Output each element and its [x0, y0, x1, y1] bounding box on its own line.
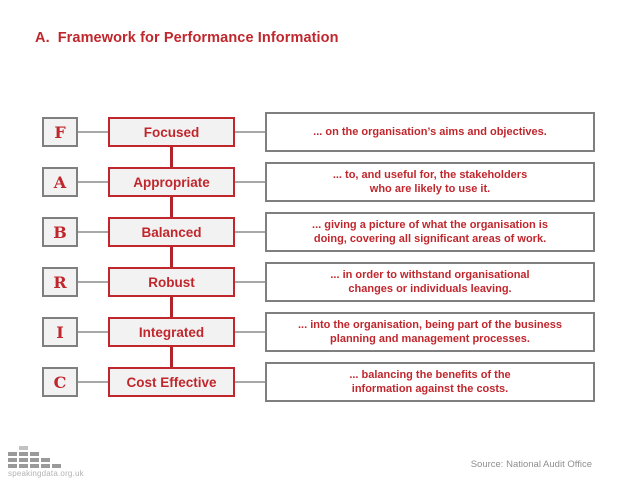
criterion-box: Integrated	[108, 317, 235, 347]
equalizer-column	[19, 444, 28, 468]
connector-line	[78, 131, 108, 133]
criterion-label: Appropriate	[133, 174, 210, 190]
description-box: ... balancing the benefits of the inform…	[265, 362, 595, 402]
connector-line	[235, 281, 265, 283]
letter-box: F	[42, 117, 78, 147]
criterion-label: Balanced	[141, 224, 202, 240]
description-line: ... on the organisation’s aims and objec…	[313, 126, 547, 138]
description-line: ... balancing the benefits of the	[349, 369, 511, 381]
criterion-label: Cost Effective	[126, 374, 217, 390]
criterion-box: Cost Effective	[108, 367, 235, 397]
source-attribution: Source: National Audit Office	[470, 459, 592, 470]
connector-line	[235, 381, 265, 383]
logo-url-text: speakingdata.org.uk	[8, 469, 84, 478]
letter-box: C	[42, 367, 78, 397]
connector-line	[78, 181, 108, 183]
vertical-connector-line	[170, 197, 173, 217]
letter-label: B	[53, 222, 67, 242]
connector-line	[78, 381, 108, 383]
equalizer-bars-icon	[8, 446, 63, 468]
letter-box: B	[42, 217, 78, 247]
equalizer-column	[8, 450, 17, 468]
framework-row-balanced: B Balanced ... giving a picture of what …	[0, 212, 640, 256]
connector-line	[235, 181, 265, 183]
letter-box: R	[42, 267, 78, 297]
description-line: ... giving a picture of what the organis…	[312, 219, 548, 231]
connector-line	[235, 131, 265, 133]
letter-label: C	[53, 372, 67, 392]
page-title: A. Framework for Performance Information	[35, 30, 339, 46]
criterion-label: Focused	[143, 124, 200, 140]
letter-label: I	[56, 322, 64, 342]
description-line: who are likely to use it.	[369, 183, 491, 195]
letter-label: F	[54, 122, 66, 142]
letter-label: R	[53, 272, 67, 292]
criterion-box: Focused	[108, 117, 235, 147]
description-line: doing, covering all significant areas of…	[313, 233, 547, 245]
letter-box: I	[42, 317, 78, 347]
connector-line	[235, 331, 265, 333]
description-line: ... into the organisation, being part of…	[297, 319, 563, 331]
framework-row-integrated: I Integrated ... into the organisation, …	[0, 312, 640, 356]
vertical-connector-line	[170, 297, 173, 317]
criterion-label: Integrated	[138, 324, 205, 340]
description-box: ... into the organisation, being part of…	[265, 312, 595, 352]
connector-line	[78, 281, 108, 283]
framework-row-cost-effective: C Cost Effective ... balancing the benef…	[0, 362, 640, 406]
vertical-connector-line	[170, 347, 173, 367]
title-text: Framework for Performance Information	[57, 30, 339, 46]
criterion-box: Balanced	[108, 217, 235, 247]
equalizer-column	[52, 462, 61, 468]
equalizer-column	[41, 456, 50, 468]
description-box: ... to, and useful for, the stakeholders…	[265, 162, 595, 202]
criterion-box: Robust	[108, 267, 235, 297]
description-line: changes or individuals leaving.	[348, 283, 512, 295]
description-box: ... giving a picture of what the organis…	[265, 212, 595, 252]
criterion-label: Robust	[148, 274, 195, 290]
letter-label: A	[53, 172, 67, 192]
vertical-connector-line	[170, 147, 173, 167]
description-line: information against the costs.	[351, 383, 509, 395]
connector-line	[235, 231, 265, 233]
framework-row-appropriate: A Appropriate ... to, and useful for, th…	[0, 162, 640, 206]
framework-row-robust: R Robust ... in order to withstand organ…	[0, 262, 640, 306]
description-line: ... in order to withstand organisational	[330, 269, 530, 281]
connector-line	[78, 331, 108, 333]
description-line: ... to, and useful for, the stakeholders	[332, 169, 528, 181]
description-box: ... on the organisation’s aims and objec…	[265, 112, 595, 152]
criterion-box: Appropriate	[108, 167, 235, 197]
equalizer-column	[30, 450, 39, 468]
description-line: planning and management processes.	[330, 333, 530, 345]
connector-line	[78, 231, 108, 233]
vertical-connector-line	[170, 247, 173, 267]
framework-row-focused: F Focused ... on the organisation’s aims…	[0, 112, 640, 156]
title-prefix: A.	[35, 30, 50, 46]
letter-box: A	[42, 167, 78, 197]
description-box: ... in order to withstand organisational…	[265, 262, 595, 302]
